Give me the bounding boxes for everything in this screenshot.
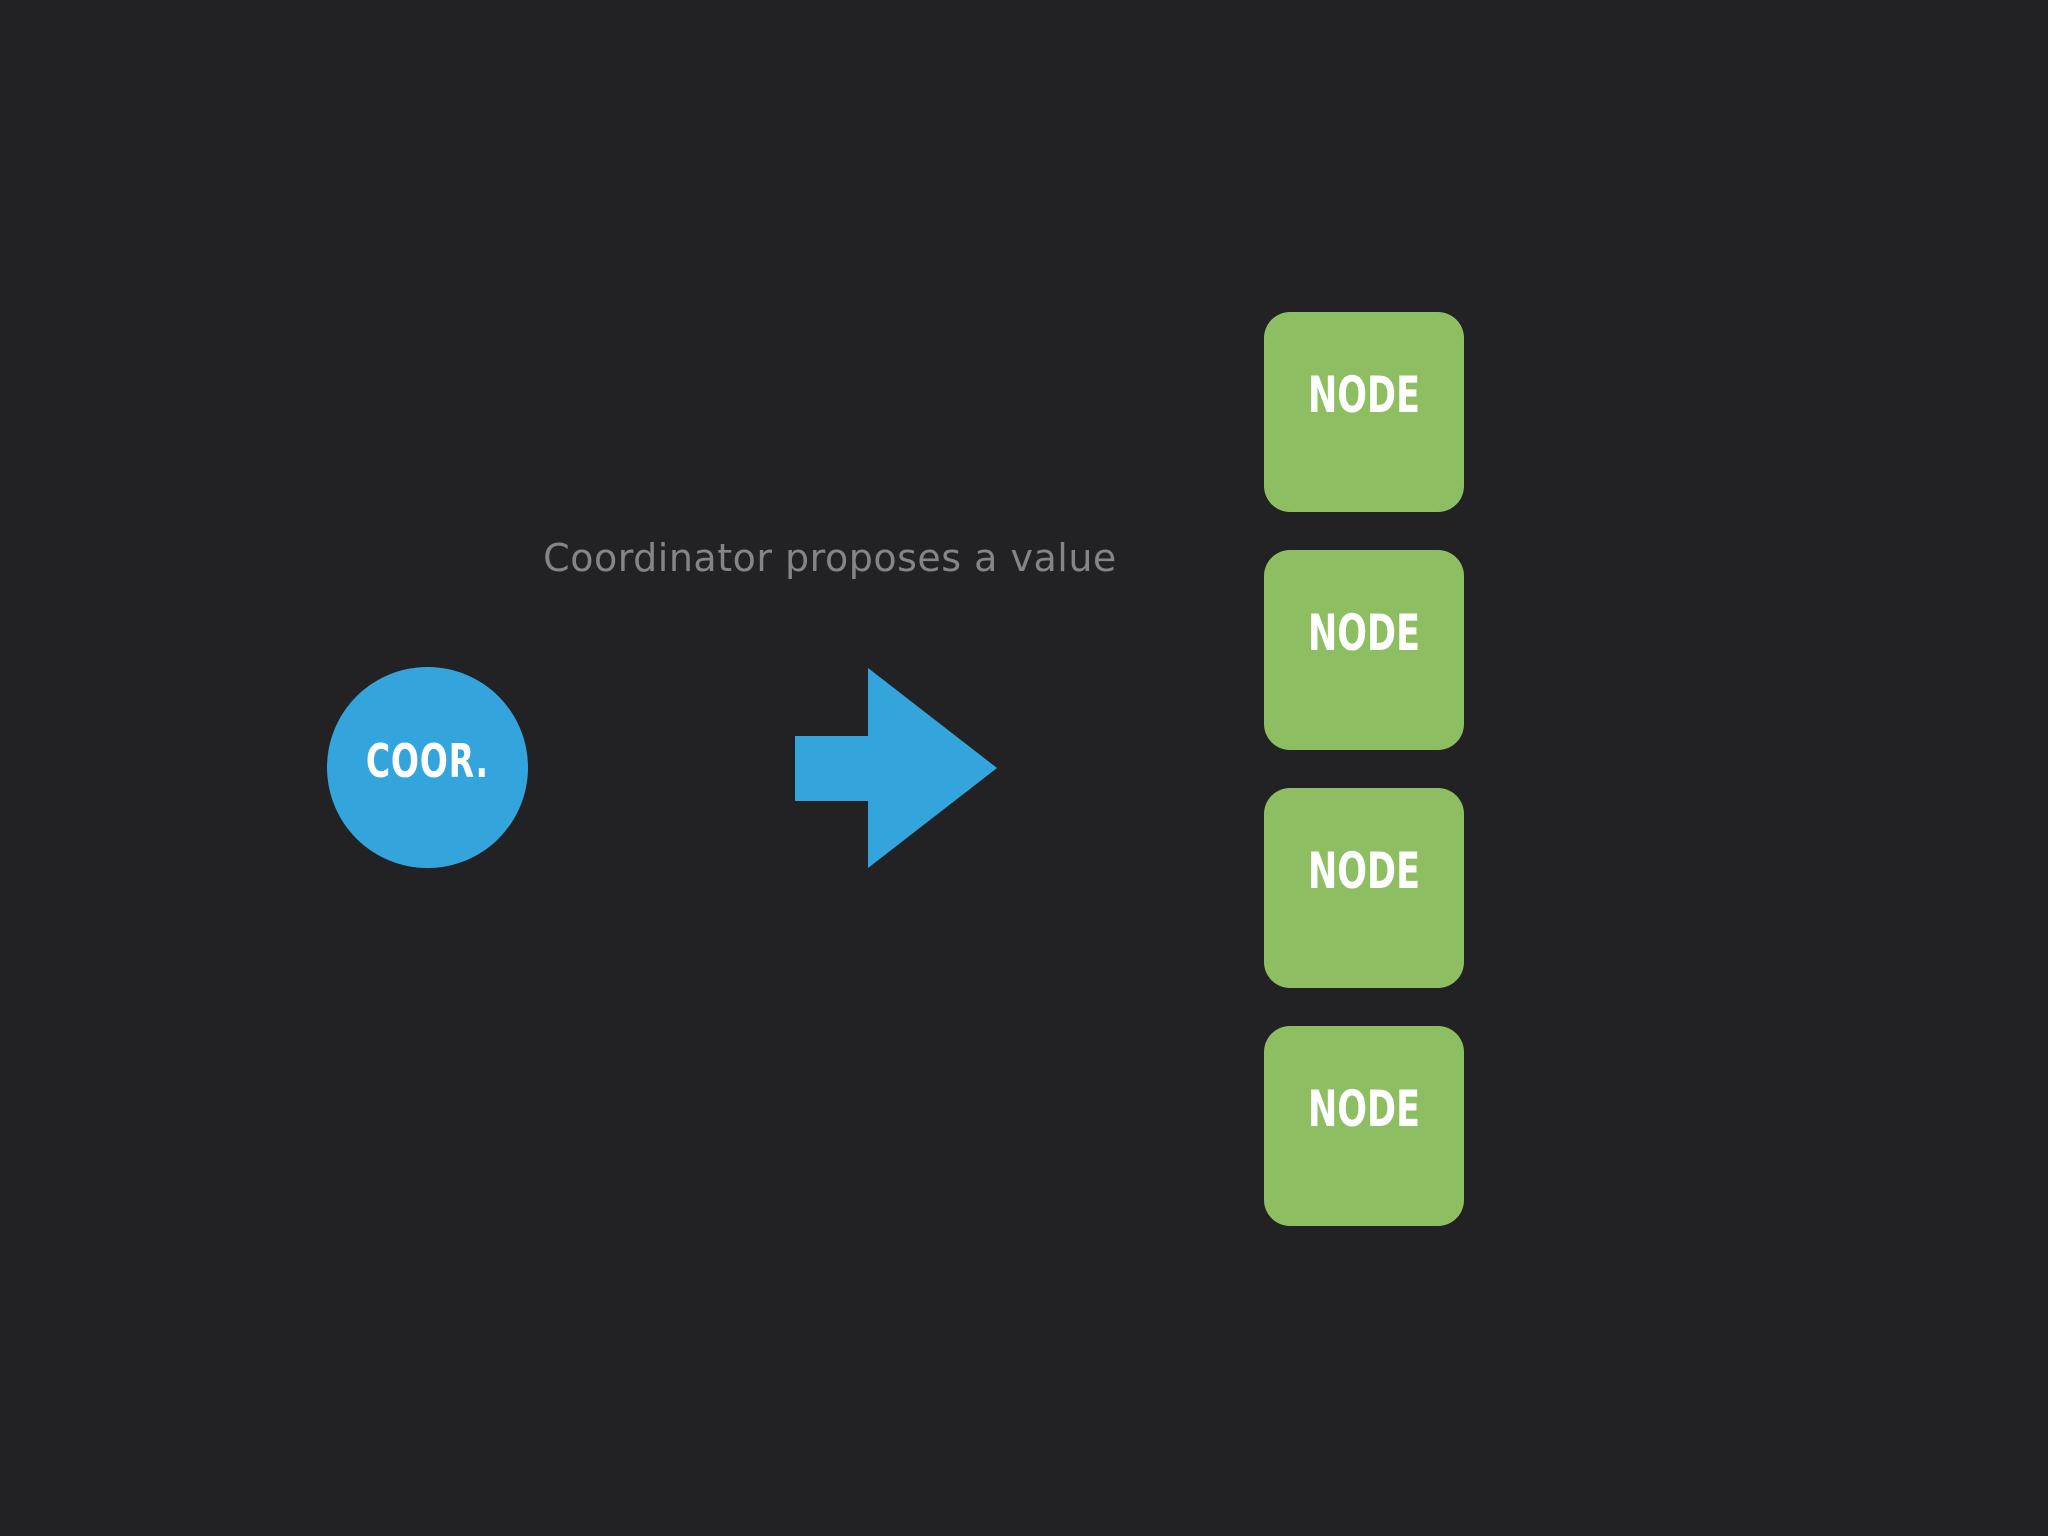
caption-text: Coordinator proposes a value (543, 536, 1117, 580)
coordinator-circle: COOR. (327, 667, 528, 868)
node-box-3: NODE (1264, 788, 1464, 988)
node-box-2: NODE (1264, 550, 1464, 750)
right-arrow-icon (795, 668, 997, 868)
node-label: NODE (1307, 604, 1420, 662)
node-label: NODE (1307, 366, 1420, 424)
node-box-4: NODE (1264, 1026, 1464, 1226)
node-label: NODE (1307, 842, 1420, 900)
coordinator-label: COOR. (366, 733, 489, 788)
node-label: NODE (1307, 1080, 1420, 1138)
node-box-1: NODE (1264, 312, 1464, 512)
